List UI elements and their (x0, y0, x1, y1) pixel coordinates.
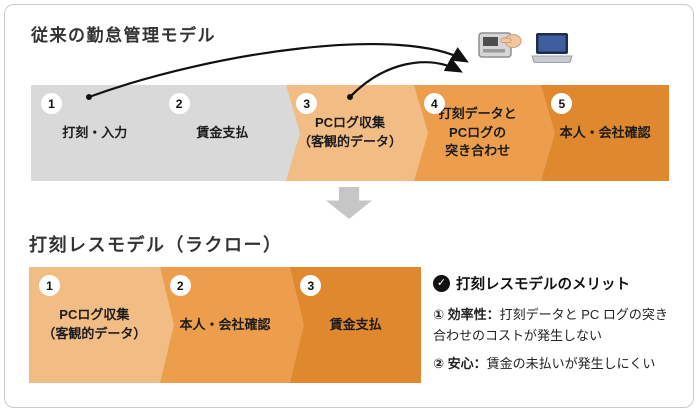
step-label: 打刻データと PCログの 突き合わせ (438, 105, 517, 159)
traditional-model-title: 従来の勤怠管理モデル (31, 26, 216, 45)
time-recorder-icon (478, 32, 522, 58)
merit-item-text: 打刻データと PC ログの突き合わせのコストが発生しない (433, 307, 668, 344)
down-arrow-icon (326, 187, 372, 219)
trad-step-2: 2 賃金支払 (158, 85, 300, 181)
traditional-steps: 1 打刻・入力 2 賃金支払 3 PCログ収集 （客観的データ） 4 打刻データ… (31, 85, 669, 181)
step-label: 本人・会社確認 (559, 124, 651, 140)
step-label: PCログ収集 （客観的データ） (297, 115, 402, 149)
device-icons (477, 23, 574, 67)
merit-item-efficiency: ① 効率性：打刻データと PC ログの突き合わせのコストが発生しない (433, 304, 679, 347)
trad-step-3: 3 PCログ収集 （客観的データ） (286, 85, 428, 181)
step-number: 2 (168, 93, 190, 114)
merit-panel: ✓ 打刻レスモデルのメリット ① 効率性：打刻データと PC ログの突き合わせの… (433, 273, 679, 380)
step-label: 打刻・入力 (62, 124, 128, 140)
rakuro-model-title: 打刻レスモデル（ラクロー） (29, 235, 283, 255)
merit-item-security: ② 安心：賃金の未払いが発生しにくい (433, 353, 679, 374)
rakuro-step-1: 1 PCログ収集 （客観的データ） (29, 267, 174, 383)
step-number: 3 (296, 93, 318, 114)
step-number: 4 (423, 93, 445, 114)
step-label: 賃金支払 (196, 124, 249, 140)
diagram-frame: 従来の勤怠管理モデル 1 打刻・入力 (4, 4, 694, 408)
trad-step-1: 1 打刻・入力 (31, 85, 173, 181)
step-number: 1 (41, 93, 62, 114)
step-number: 3 (300, 275, 322, 296)
rakuro-step-2: 2 本人・会社確認 (159, 267, 304, 383)
trad-step-4: 4 打刻データと PCログの 突き合わせ (413, 85, 555, 181)
step-label: PCログ収集 （客観的データ） (42, 307, 147, 341)
merit-item-prefix: ② 安心： (433, 355, 487, 371)
laptop-icon (531, 33, 573, 63)
check-icon: ✓ (433, 275, 450, 292)
hand-icon (500, 34, 522, 48)
merit-heading: 打刻レスモデルのメリット (456, 277, 630, 293)
step-number: 5 (551, 93, 573, 114)
step-label: 賃金支払 (329, 316, 382, 332)
merit-item-prefix: ① 効率性： (433, 307, 500, 322)
rakuro-steps: 1 PCログ収集 （客観的データ） 2 本人・会社確認 3 賃金支払 (29, 267, 422, 383)
rakuro-step-3: 3 賃金支払 (290, 267, 422, 383)
step-label: 本人・会社確認 (179, 316, 271, 332)
trad-step-5: 5 本人・会社確認 (541, 85, 669, 181)
merit-item-text: 賃金の未払いが発生しにくい (486, 355, 656, 371)
step-number: 1 (39, 275, 60, 296)
merit-heading-row: ✓ 打刻レスモデルのメリット (433, 273, 679, 294)
step-number: 2 (169, 275, 191, 296)
